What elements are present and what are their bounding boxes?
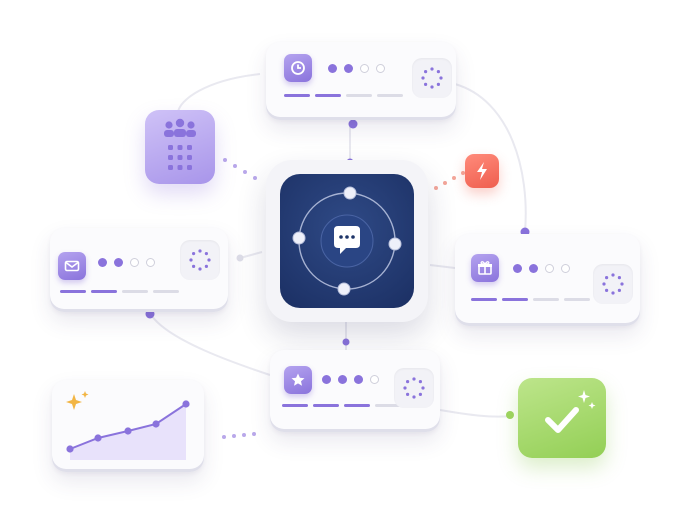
loading-spinner-icon [593,264,633,304]
progress-bars [284,94,403,97]
team-tile [145,110,215,184]
progress-bars [282,404,401,407]
progress-bars [60,290,179,293]
orbit-graphic [292,186,402,296]
growth-line-graphic [66,391,190,460]
clock-icon [284,54,312,82]
progress-dots [328,64,385,73]
progress-dots [513,264,570,273]
mail-icon [58,252,86,280]
card-bottom [270,350,440,432]
loading-spinner-icon [394,368,434,408]
growth-chart-card [52,380,204,472]
checkmark-icon [545,390,596,433]
success-tile [518,378,606,458]
gift-icon [471,254,499,282]
star-icon [284,366,312,394]
hub-core [280,174,414,308]
card-top [266,42,456,120]
sparkle-icon [66,391,89,410]
card-right [455,234,640,326]
loading-spinner-icon [180,240,220,280]
card-left [50,228,228,312]
lightning-icon [477,162,487,180]
progress-dots [322,375,379,384]
alert-badge [465,154,499,188]
chat-bubble-icon [334,226,360,254]
hub-node [266,160,428,322]
progress-bars [471,298,590,301]
loading-spinner-icon [412,58,452,98]
progress-dots [98,258,155,267]
team-icon [164,118,196,170]
